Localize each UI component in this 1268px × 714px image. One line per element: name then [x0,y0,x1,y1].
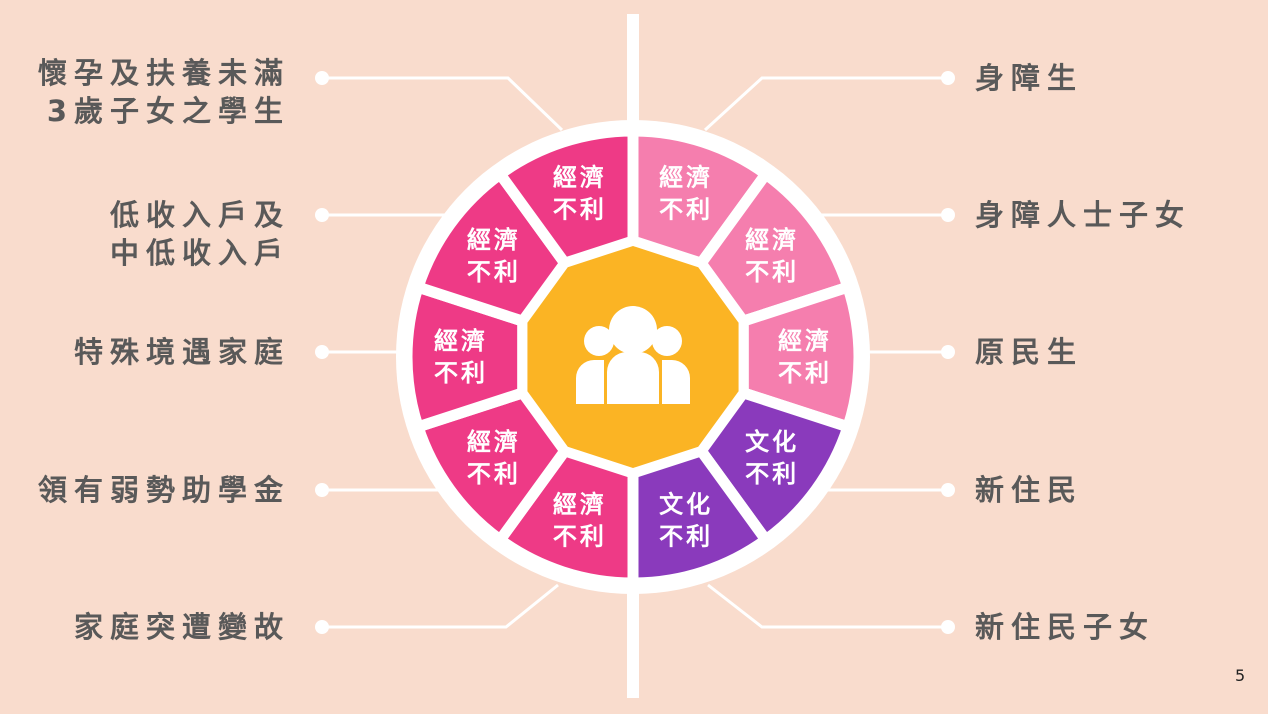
right-label-children-of-disabled: 身障人士子女 [975,198,1192,232]
segment-label: 文化 [659,491,713,519]
right-label-indigenous: 原民生 [975,335,1084,369]
right-label-children-of-immigrants: 新住民子女 [975,610,1156,644]
segment-label: 經濟 [553,163,607,191]
label-line: 低收入戶及 [109,198,290,232]
connector-line [707,583,948,629]
segment-label: 不利 [745,258,799,286]
segment-label: 不利 [553,523,607,551]
connector-line [703,76,948,132]
segment-label: 不利 [553,195,607,223]
segment-label: 經濟 [434,327,488,355]
segment-shape [492,125,639,270]
segment-label: 不利 [467,258,521,286]
segment-label: 文化 [745,428,799,456]
left-label-grant-recipients: 領有弱勢助學金 [37,473,290,507]
label-line: 3歲子女之學生 [46,94,290,128]
segment-label: 不利 [467,460,521,488]
connector-dot [941,345,955,359]
label-line: 中低收入戶 [109,236,290,270]
right-label-disabled-students: 身障生 [975,61,1084,95]
segment-label: 經濟 [553,491,607,519]
connector-dot [315,620,329,634]
connector-line [322,76,564,132]
segment-label: 不利 [434,359,488,387]
connector-dot [315,71,329,85]
connector-dot [941,208,955,222]
connector-dot [315,345,329,359]
left-label-special-circumstances: 特殊境遇家庭 [73,335,290,369]
people-group-icon [576,306,690,404]
connector-dot [315,483,329,497]
connector-line [322,583,559,629]
segment-label: 不利 [659,523,713,551]
segment-label: 經濟 [467,226,521,254]
label-line: 懷孕及扶養未滿 [37,56,290,90]
segment-label: 經濟 [745,226,799,254]
segment-label: 不利 [778,359,832,387]
segment-label: 經濟 [659,163,713,191]
connector-dot [941,483,955,497]
left-label-low-income: 低收入戶及中低收入戶 [110,196,290,272]
segment-label: 經濟 [467,428,521,456]
left-label-family-emergency: 家庭突遭變故 [73,610,290,644]
connectors [315,71,955,634]
segment-label: 經濟 [778,327,832,355]
segment-label: 不利 [745,460,799,488]
left-label-pregnant-parent-students: 懷孕及扶養未滿 3歲子女之學生 [38,54,290,130]
page-number: 5 [1235,666,1246,685]
segment-label: 不利 [659,195,713,223]
connector-dot [941,71,955,85]
connector-dot [941,620,955,634]
connector-dot [315,208,329,222]
right-label-new-immigrants: 新住民 [975,473,1084,507]
